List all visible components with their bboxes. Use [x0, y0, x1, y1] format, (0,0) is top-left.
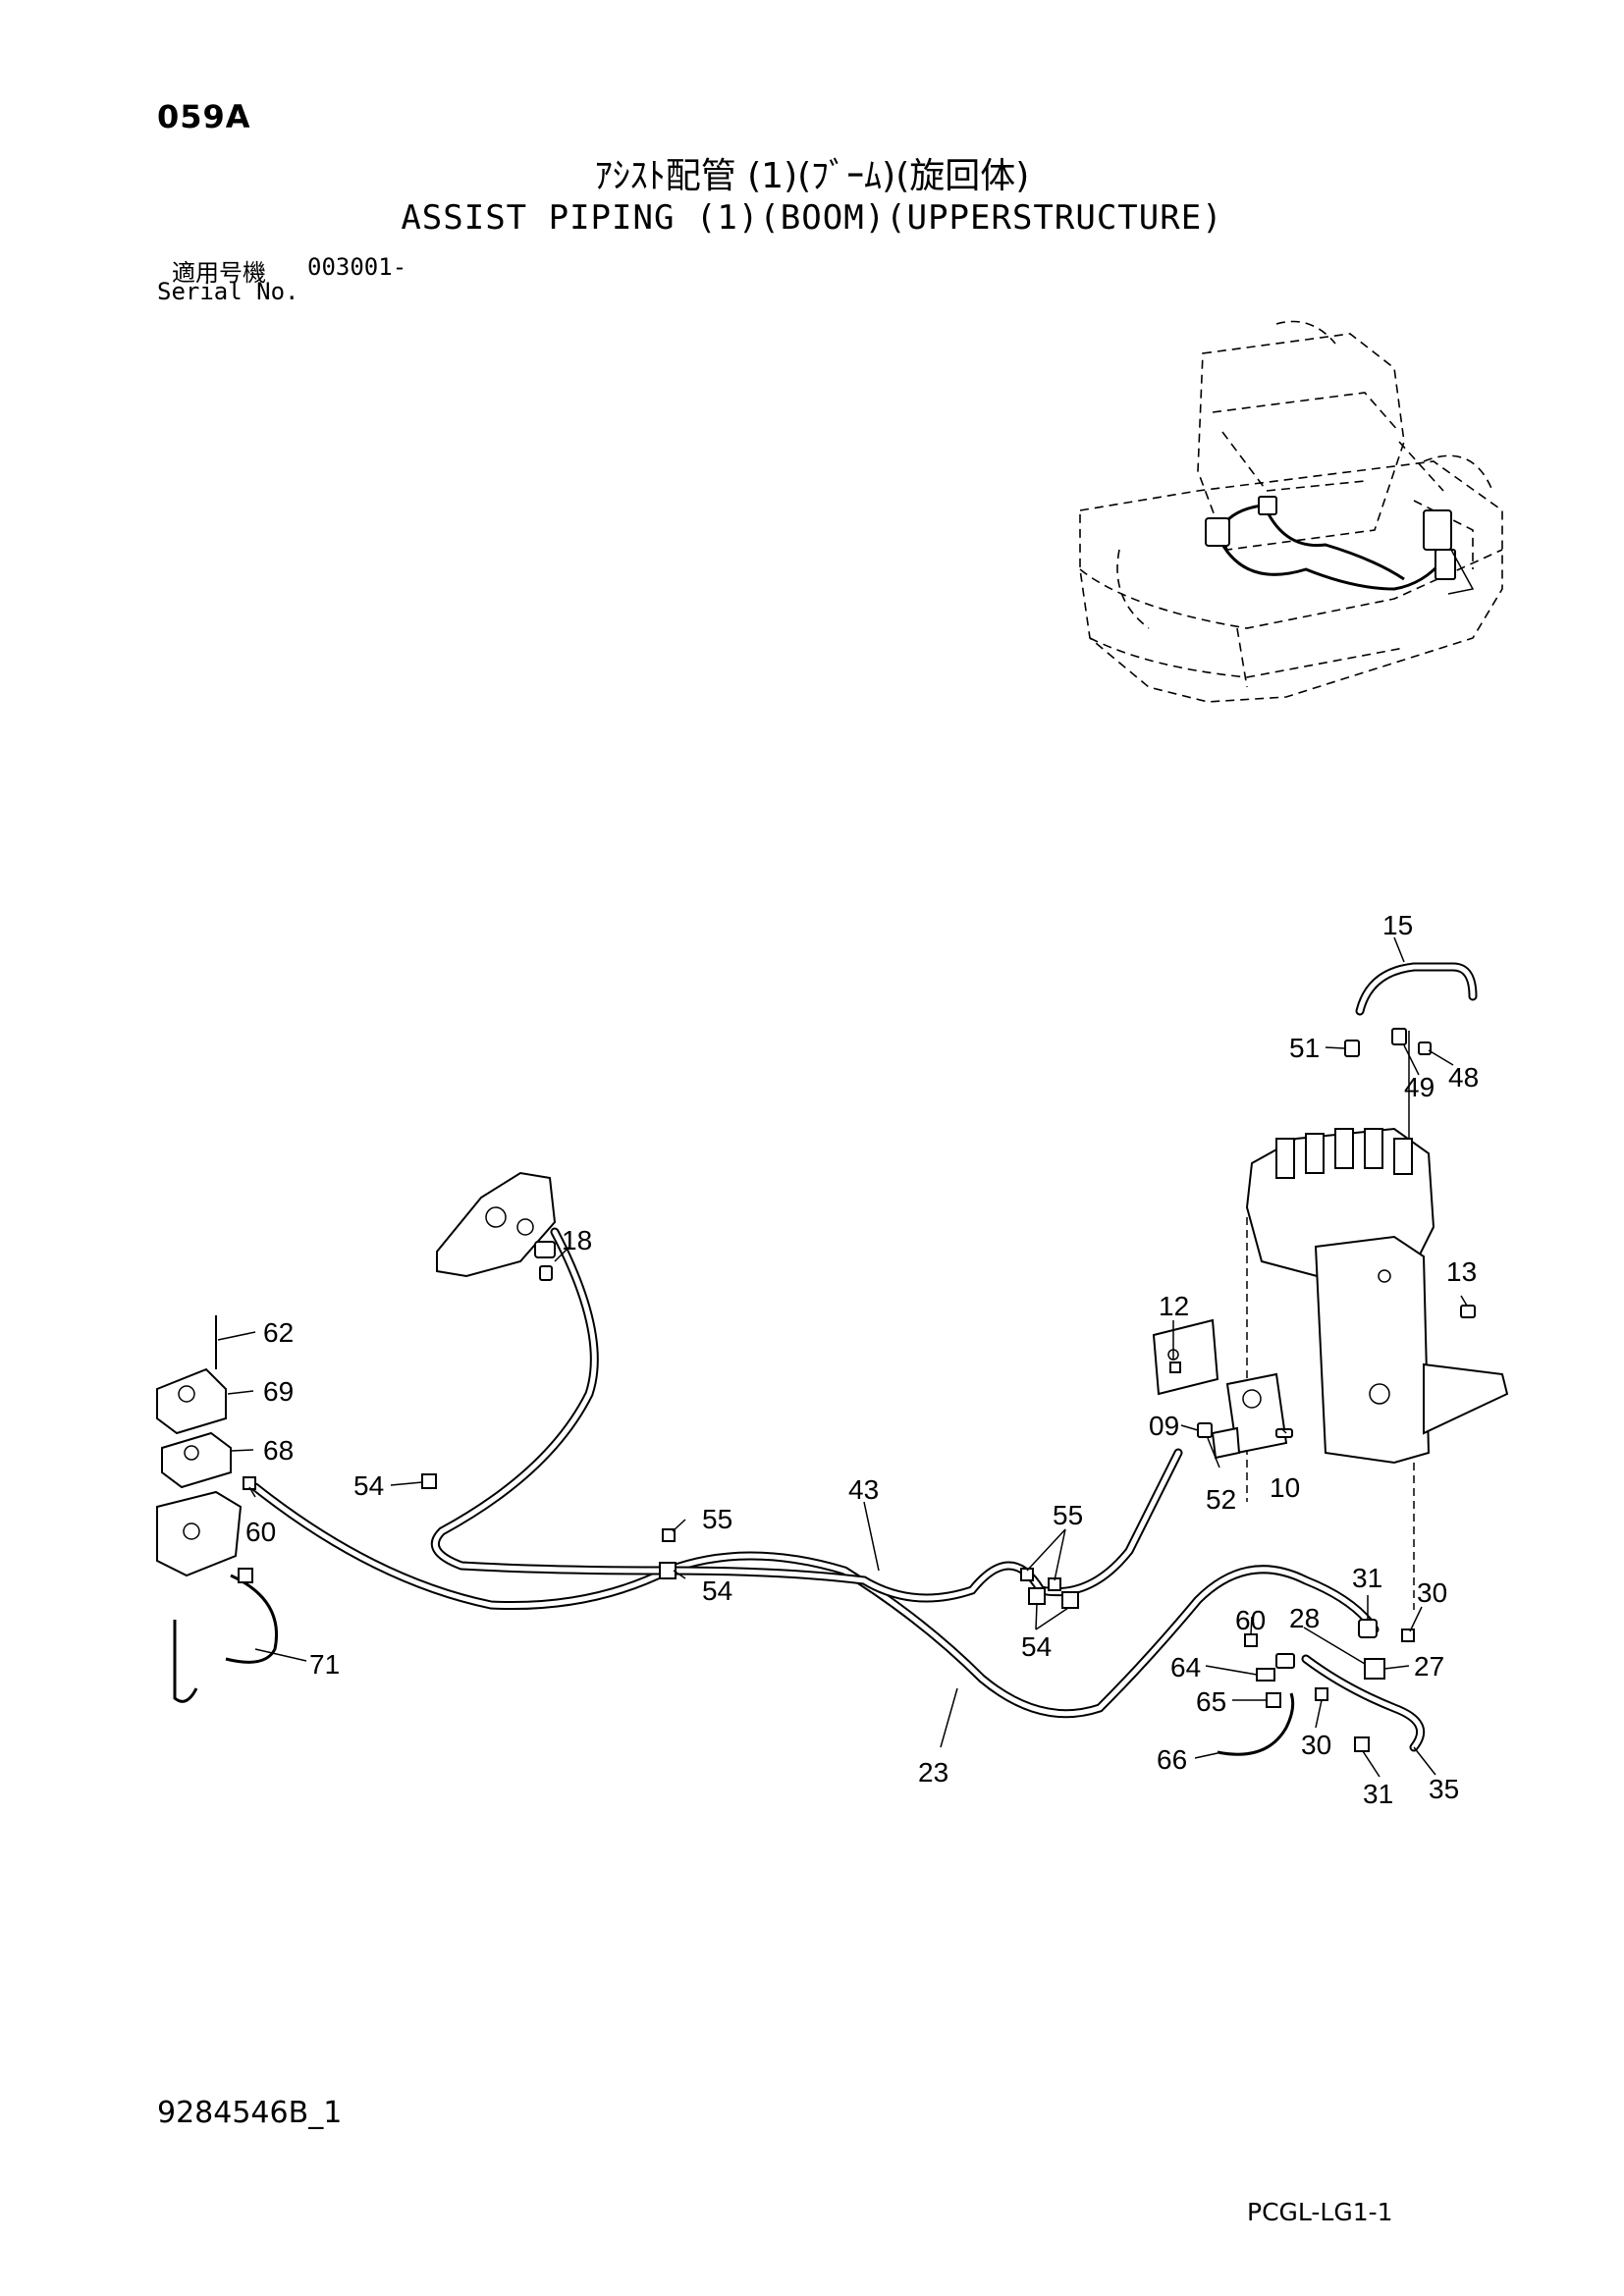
callout-28: 28 — [1289, 1603, 1320, 1633]
callout-43: 43 — [848, 1474, 879, 1505]
callout-09: 09 — [1149, 1411, 1179, 1441]
valve-block-09 — [1211, 1372, 1288, 1460]
callout-49: 49 — [1404, 1072, 1435, 1102]
callout-27: 27 — [1414, 1651, 1444, 1682]
sheet-code: PCGL-LG1-1 — [1247, 2198, 1393, 2226]
harness-66 — [1217, 1692, 1295, 1756]
serial-label-english: Serial No. — [157, 278, 299, 305]
callout-15: 15 — [1382, 910, 1413, 940]
callout-65: 65 — [1196, 1686, 1226, 1717]
callout-68: 68 — [263, 1435, 294, 1466]
callout-64: 64 — [1170, 1652, 1201, 1682]
callout-12: 12 — [1159, 1291, 1189, 1321]
callout-60b: 60 — [1235, 1605, 1266, 1635]
callout-51: 51 — [1289, 1033, 1320, 1063]
harness-71 — [173, 1574, 278, 1703]
callout-13: 13 — [1446, 1256, 1477, 1287]
solenoid-valve-stack — [156, 1315, 243, 1577]
callout-10: 10 — [1270, 1472, 1300, 1503]
callout-35: 35 — [1429, 1774, 1459, 1804]
callout-71: 71 — [309, 1649, 340, 1680]
hose-15 — [1355, 962, 1478, 1016]
serial-number-value: 003001- — [307, 253, 407, 281]
callout-60a: 60 — [245, 1517, 276, 1547]
page-title-english: ASSIST PIPING (1)(BOOM)(UPPERSTRUCTURE) — [401, 198, 1223, 238]
document-number: 9284546B_1 — [157, 2096, 343, 2130]
callout-54a: 54 — [353, 1470, 384, 1501]
callout-18: 18 — [562, 1225, 592, 1255]
hose-35 — [1301, 1654, 1426, 1752]
control-valve-assembly — [1245, 1031, 1509, 1610]
callout-69: 69 — [263, 1376, 294, 1407]
callout-54c: 54 — [1021, 1631, 1052, 1662]
serial-label-japanese: 適用号機 — [172, 259, 266, 287]
callout-54b: 54 — [702, 1575, 732, 1606]
callout-62: 62 — [263, 1317, 294, 1348]
callout-55b: 55 — [1053, 1500, 1083, 1530]
page-title-japanese: ｱｼｽﾄ配管 (1)(ﾌﾞｰﾑ)(旋回体) — [594, 156, 1030, 196]
callout-55a: 55 — [702, 1504, 732, 1534]
page-code: 059A — [157, 98, 251, 135]
callout-52: 52 — [1206, 1484, 1236, 1515]
spool-valve-18 — [436, 1171, 557, 1278]
callout-23: 23 — [918, 1757, 948, 1788]
callout-30a: 30 — [1417, 1577, 1447, 1608]
callout-66: 66 — [1157, 1744, 1187, 1775]
hose-23 — [250, 1482, 1380, 1719]
hose-43 — [430, 1227, 1183, 1603]
callout-48: 48 — [1448, 1062, 1479, 1093]
fittings — [238, 1028, 1476, 1752]
machine-overview-illustration — [1079, 320, 1503, 703]
plate-12 — [1152, 1318, 1219, 1396]
callout-30b: 30 — [1301, 1730, 1331, 1760]
leader-lines — [217, 936, 1468, 1778]
callout-labels: 15 51 49 48 18 13 12 62 69 09 68 10 54 5… — [245, 910, 1479, 1809]
callout-31b: 31 — [1363, 1779, 1393, 1809]
callout-31a: 31 — [1352, 1563, 1382, 1593]
